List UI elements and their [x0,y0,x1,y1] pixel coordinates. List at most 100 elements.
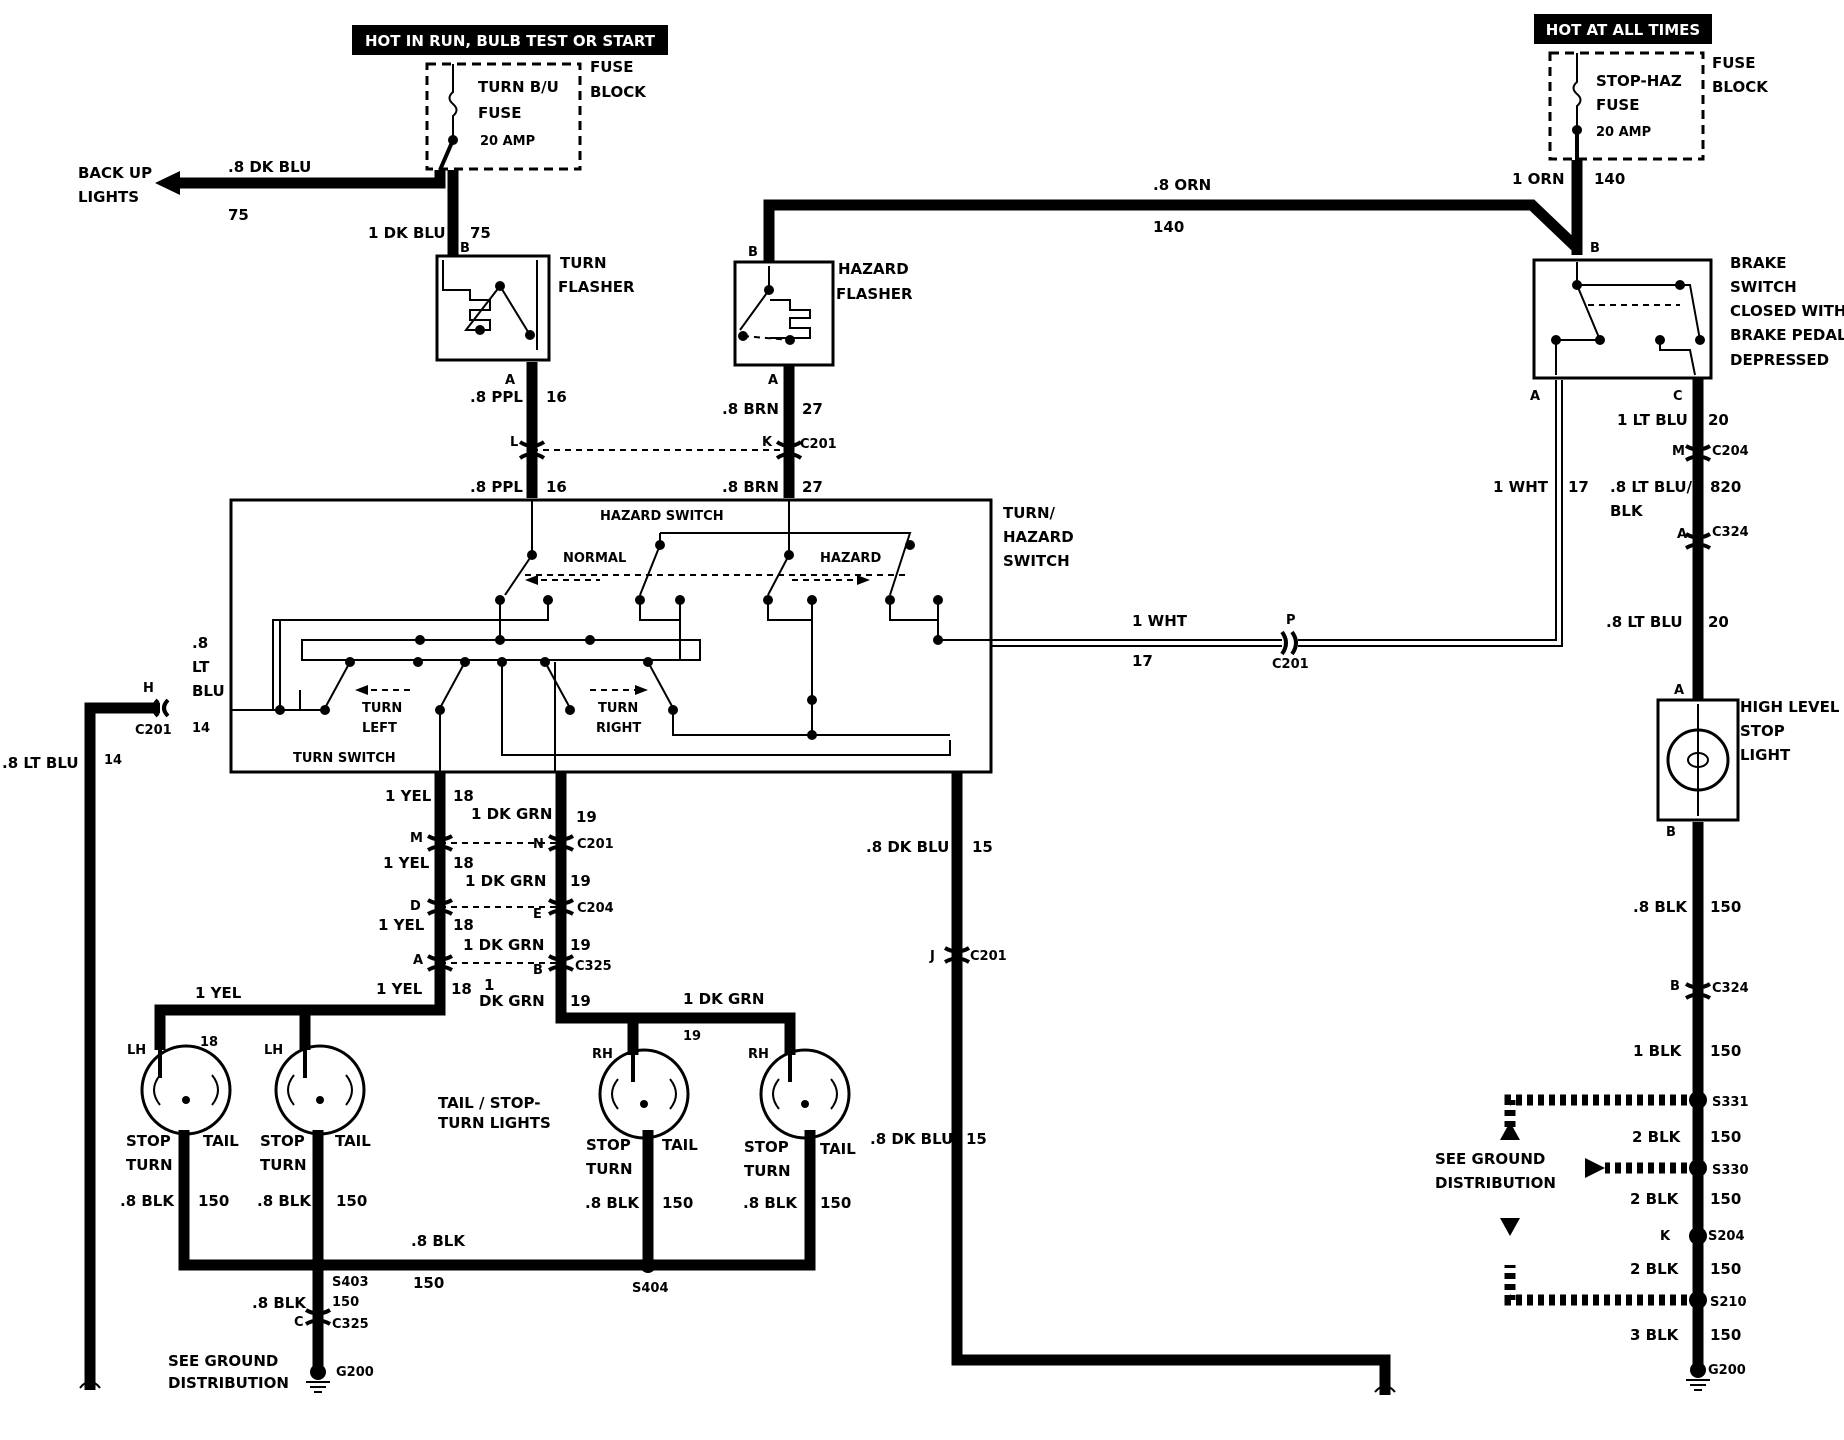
lt-blu-3: BLU [192,682,225,700]
brake-pin-m: M [1672,444,1685,459]
see-ground-left-1: SEE GROUND [168,1352,278,1370]
lamp-2-blk: .8 BLK [257,1192,312,1210]
orn-wire [763,199,1581,262]
hl-label-1: HIGH LEVEL [1740,698,1840,716]
turn-switch-label: TURN SWITCH [293,751,396,766]
s204: S204 [1708,1229,1745,1244]
brake-conn-c324: C324 [1712,525,1749,540]
grn-circuit-2: 19 [570,872,591,890]
hazard-switch-label: HAZARD SWITCH [600,509,724,524]
orn-wire-right-circuit: 140 [1594,170,1625,188]
backup-label-1: BACK UP [78,164,152,182]
lamp-3-blk: .8 BLK [585,1194,640,1212]
hl-label-2: STOP [1740,722,1785,740]
turn-right-label-1: TURN [598,701,638,716]
conn-c201-n: C201 [577,837,614,852]
yel-label-1: 1 YEL [385,787,432,805]
lamp-3-c150: 150 [662,1194,693,1212]
lamp-lh-1-label: LH [127,1043,146,1058]
brake-pin-a2: A [1677,527,1687,542]
brake-label-4: BRAKE PEDAL [1730,326,1844,344]
lamp-1-turn: TURN [126,1156,173,1174]
fuse-right-block-2: BLOCK [1712,78,1769,96]
lamp-3-turn: TURN [586,1160,633,1178]
pin-k: K [762,435,773,450]
dk-blu-15-wire [951,772,1391,1395]
lamp-rh-1 [598,1048,690,1140]
brake-c150-5: 150 [1710,1260,1741,1278]
brake-c150-4: 150 [1710,1190,1741,1208]
lamp-rh-2-label: RH [748,1047,769,1062]
lamp-4-turn: TURN [744,1162,791,1180]
pin-n: N [533,837,544,852]
fuse-right-rating: 20 AMP [1596,125,1651,140]
lamp-lh-2 [274,1044,366,1136]
yel-grn-connector-icons [426,834,575,972]
backup-label-2: LIGHTS [78,188,139,206]
lamp-rh-1-label: RH [592,1047,613,1062]
grn-wire-rh [633,1012,796,1055]
brake-wire-3: .8 LT BLU [1606,613,1683,631]
lamp-ground-drops [312,1130,654,1265]
turn-flasher-label-2: FLASHER [558,278,635,296]
brake-pin-b: B [1590,241,1600,256]
ppl-circuit-2: 16 [546,478,567,496]
hot-at-all-times-label: HOT AT ALL TIMES [1546,21,1700,39]
yel-label-2: 1 YEL [383,854,430,872]
turn-feed-circuit: 75 [470,224,491,242]
ppl-wire-label: .8 PPL [470,388,523,406]
hot-in-run-banner [352,25,668,55]
lamp-caption-2: TURN LIGHTS [438,1114,551,1132]
lt-blu-wire-label: .8 LT BLU [2,754,79,772]
connector-h-icon [152,698,170,718]
yel-circuit-4: 18 [451,980,472,998]
yel-circuit-3: 18 [453,916,474,934]
lt-blu-2: LT [192,658,210,676]
s404: S404 [632,1281,669,1296]
brake-c820: 820 [1710,478,1741,496]
conn-c201-p: C201 [1272,657,1309,672]
hazard-flasher [733,260,835,367]
g200-right: G200 [1708,1363,1746,1378]
turn-left-label-1: TURN [362,701,402,716]
lamp-c19: 19 [683,1029,701,1044]
connector-l-icon [518,440,546,460]
grn-circuit-1: 19 [576,808,597,826]
lamp-2-turn: TURN [260,1156,307,1174]
lt-blu-wire [84,702,160,1390]
ppl-wire-label-2: .8 PPL [470,478,523,496]
yel-label-4: 1 YEL [376,980,423,998]
brake-c20: 20 [1708,411,1729,429]
lamp-2-c150: 150 [336,1192,367,1210]
orn-wire-circuit: 140 [1153,218,1184,236]
brake-conn-c204: C204 [1712,444,1749,459]
see-ground-right-2: DISTRIBUTION [1435,1174,1556,1192]
brake-pin-c: C [1673,389,1683,404]
orn-wire-right-label: 1 ORN [1512,170,1565,188]
ground-icon-right [1686,1379,1710,1391]
lamp-lh-1 [140,1044,232,1136]
backup-circuit: 75 [228,206,249,224]
backup-arrow-icon [155,171,180,195]
lamp-1-blk: .8 BLK [120,1192,175,1210]
bus-wire-label: .8 BLK [411,1232,466,1250]
turn-bu-fuse [425,62,582,171]
hl-label-3: LIGHT [1740,746,1791,764]
ground-icon-left [306,1381,330,1393]
gnd-circuit: 150 [332,1295,359,1310]
lamp-3-tail: TAIL [662,1136,698,1154]
pin-l: L [510,435,518,450]
ppl-circuit: 16 [546,388,567,406]
right-arrow-icon [1585,1158,1605,1178]
lt-blu-circuit-2: 14 [104,753,122,768]
conn-c201-top: C201 [800,437,837,452]
s330: S330 [1712,1163,1749,1178]
lamp-rh-2 [759,1048,851,1140]
ground-dot-right [1690,1362,1706,1378]
conn-c201-left: C201 [135,723,172,738]
pin-b-grn: B [533,963,543,978]
lamp-3-stop: STOP [586,1136,631,1154]
grn-circuit-4: 19 [570,992,591,1010]
lamp-ground-bus [178,1130,816,1271]
